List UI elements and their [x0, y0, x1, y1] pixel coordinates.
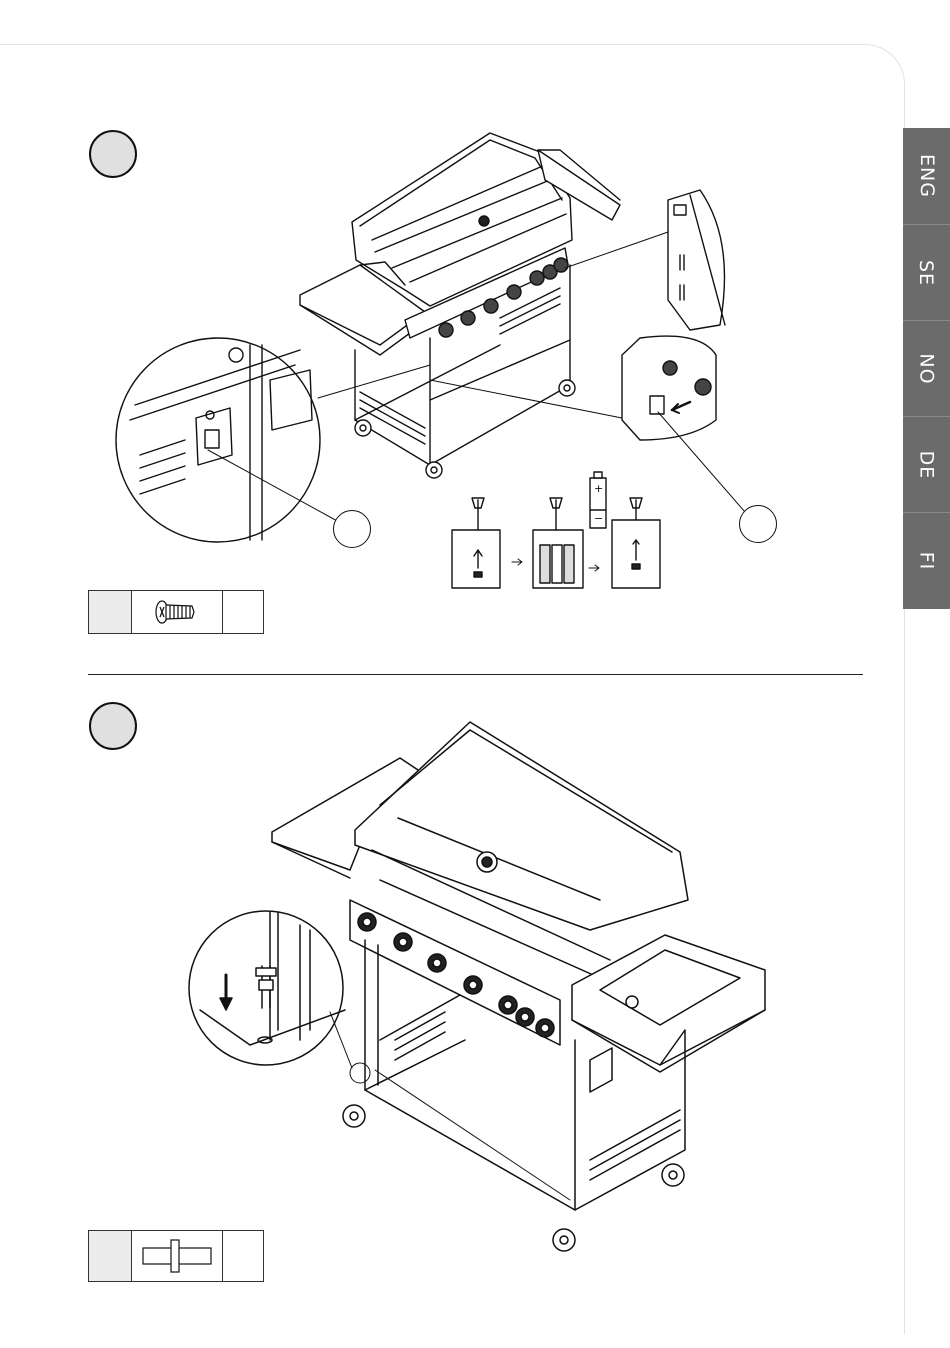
parts-number-cell [223, 1231, 263, 1281]
pin-icon [132, 1231, 223, 1281]
parts-qty-cell [89, 1231, 132, 1281]
step-2-parts-box [88, 1230, 264, 1282]
pin-zoom [189, 911, 370, 1083]
grill-large [272, 722, 765, 1251]
